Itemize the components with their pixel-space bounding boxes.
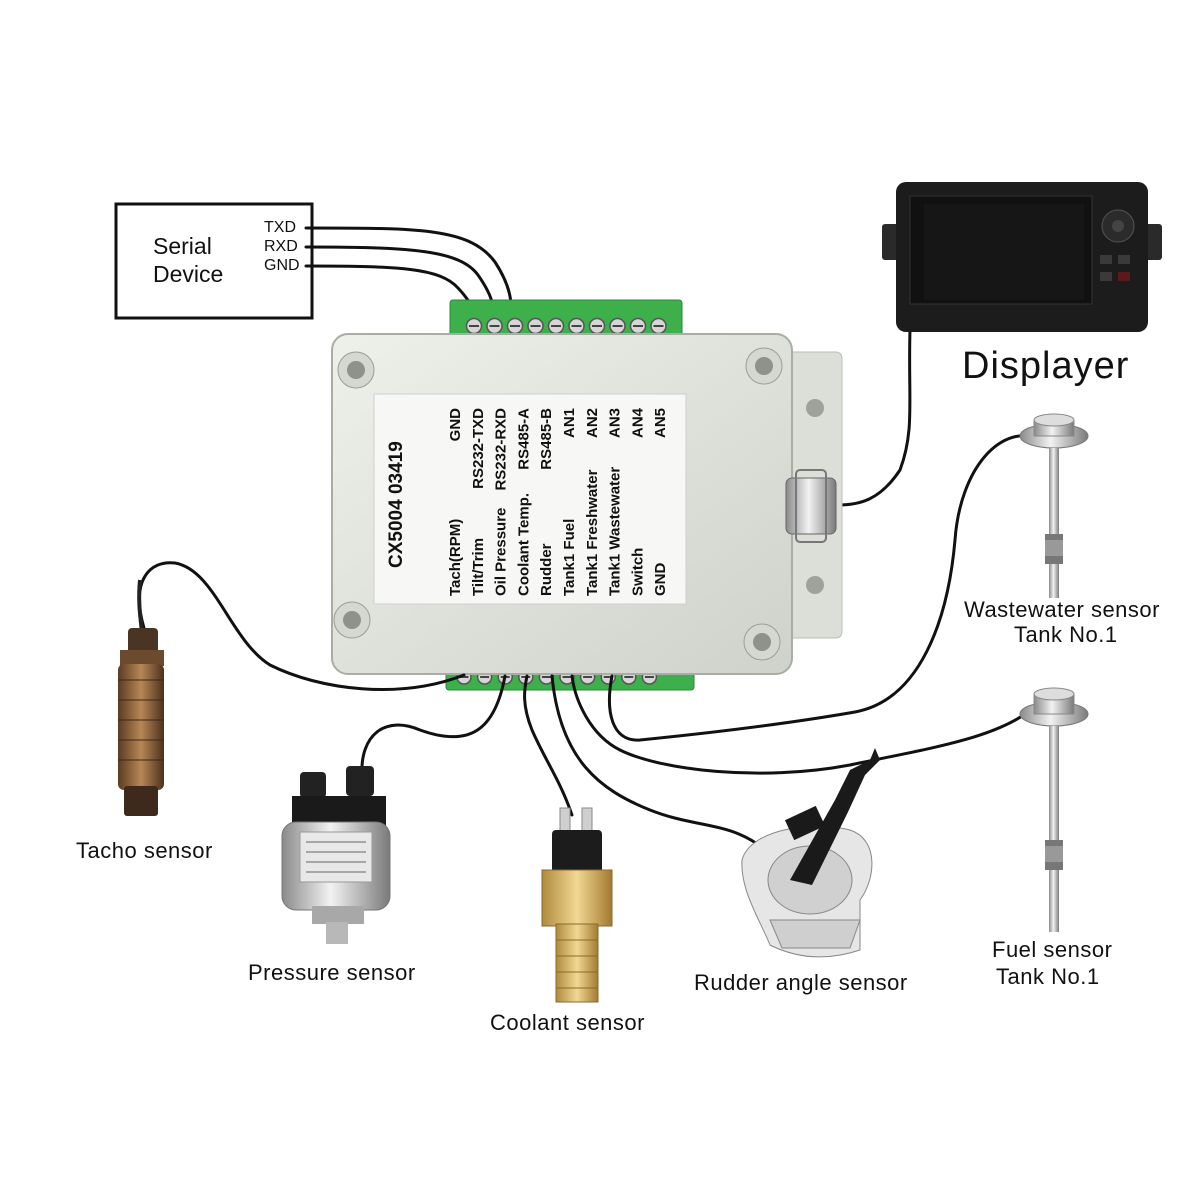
top-terminal-label: AN4 bbox=[629, 407, 646, 438]
pressure-sensor: Pressure sensor bbox=[248, 766, 416, 985]
bottom-terminal-label: Tach(RPM) bbox=[447, 519, 464, 596]
rudder-angle-sensor: Rudder angle sensor bbox=[694, 748, 908, 995]
pressure-sensor-label: Pressure sensor bbox=[248, 960, 416, 985]
top-terminal-screw[interactable] bbox=[568, 317, 585, 335]
serial-device-label-line2: Device bbox=[153, 261, 223, 287]
top-terminal-label: AN1 bbox=[561, 408, 578, 438]
top-terminal-label: RS485-B bbox=[538, 408, 555, 470]
bottom-terminal-label: Coolant Temp. bbox=[515, 493, 532, 596]
bottom-terminal-label: Switch bbox=[629, 548, 646, 596]
serial-pin-rxd: RXD bbox=[264, 238, 298, 255]
tacho-sensor-label: Tacho sensor bbox=[76, 838, 213, 863]
serial-device-label-line1: Serial bbox=[153, 233, 212, 259]
wastewater-sensor-label-line2: Tank No.1 bbox=[1014, 622, 1118, 647]
top-terminal-label: AN5 bbox=[652, 408, 669, 438]
top-terminal-screw[interactable] bbox=[629, 317, 647, 335]
serial-pin-gnd: GND bbox=[264, 257, 300, 274]
top-terminal-screw[interactable] bbox=[588, 317, 606, 335]
coolant-sensor: Coolant sensor bbox=[490, 807, 645, 1035]
module-model: CX5004 03419 bbox=[386, 441, 407, 568]
sensor-wires bbox=[138, 434, 1047, 862]
rudder-sensor-label: Rudder angle sensor bbox=[694, 970, 908, 995]
coolant-sensor-label: Coolant sensor bbox=[490, 1010, 645, 1035]
wastewater-sensor-label-line1: Wastewater sensor bbox=[964, 597, 1160, 622]
serial-device: Serial Device TXD RXD GND bbox=[114, 202, 314, 320]
displayer-label: Displayer bbox=[962, 345, 1129, 387]
fuel-sensor: Fuel sensor Tank No.1 bbox=[992, 687, 1112, 989]
top-terminal-label: AN3 bbox=[607, 408, 624, 438]
bottom-terminal-label: Tank1 Wastewater bbox=[607, 467, 624, 596]
top-terminal-screw[interactable] bbox=[650, 317, 667, 335]
top-terminal-screw[interactable] bbox=[506, 317, 524, 335]
displayer-device: Displayer bbox=[836, 182, 1162, 507]
top-terminal-label: GND bbox=[447, 408, 464, 442]
bottom-terminal-label: Tilt/Trim bbox=[470, 538, 487, 596]
tacho-sensor: Tacho sensor bbox=[76, 579, 213, 863]
top-terminal-label: AN2 bbox=[584, 408, 601, 438]
top-terminal-screw[interactable] bbox=[547, 317, 565, 335]
converter-module: CX5004 03419 GND RS232-TXD RS232-RXD RS485-… bbox=[331, 299, 843, 691]
bottom-terminal-label: GND bbox=[652, 563, 669, 597]
bottom-terminal-label: Tank1 Fuel bbox=[561, 519, 578, 596]
fuel-sensor-label-line1: Fuel sensor bbox=[992, 937, 1112, 962]
top-terminal-screw[interactable] bbox=[609, 317, 626, 335]
bottom-terminal-label: Tank1 Freshwater bbox=[584, 469, 601, 596]
serial-pin-txd: TXD bbox=[264, 219, 296, 236]
bottom-terminal-label: Oil Pressure bbox=[493, 508, 510, 596]
top-terminal-screw[interactable] bbox=[527, 317, 544, 335]
top-terminal-label: RS232-RXD bbox=[493, 408, 510, 491]
top-terminal-screw[interactable] bbox=[486, 317, 503, 335]
top-terminal-label: RS485-A bbox=[515, 408, 532, 470]
bottom-terminal-label: Rudder bbox=[538, 543, 555, 596]
top-terminal-label: RS232-TXD bbox=[470, 408, 487, 489]
wastewater-sensor: Wastewater sensor Tank No.1 bbox=[964, 413, 1160, 647]
fuel-sensor-label-line2: Tank No.1 bbox=[996, 964, 1100, 989]
top-terminal-screw[interactable] bbox=[465, 317, 483, 335]
